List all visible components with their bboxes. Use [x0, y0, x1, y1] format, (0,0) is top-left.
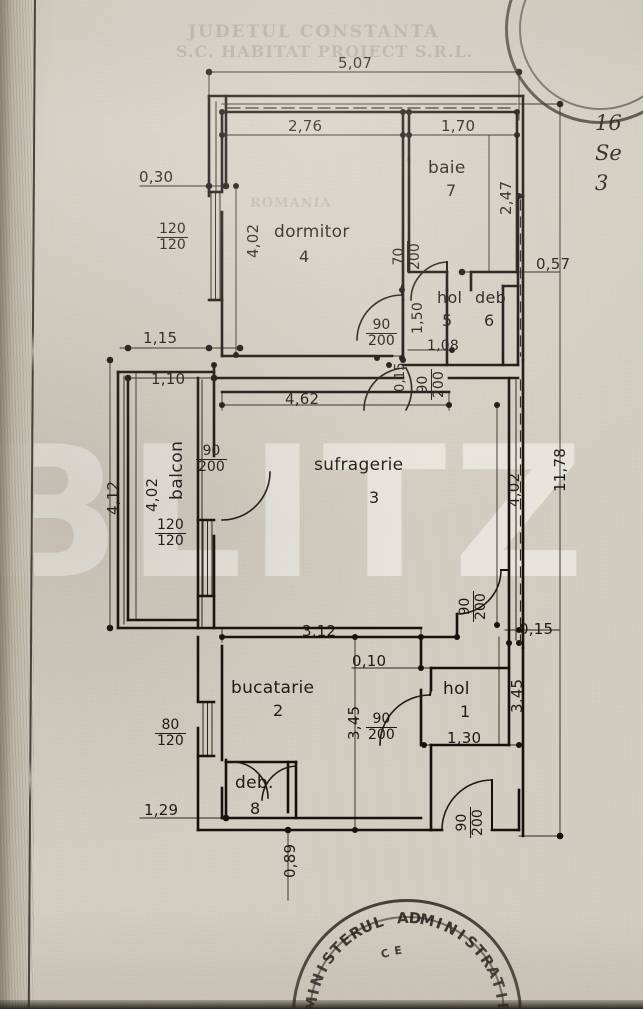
margin-handwriting: 16 Se 3 — [595, 108, 643, 198]
opening-win-dormitor: 120 120 — [157, 222, 188, 253]
dim-sufragerie-width: 4,62 — [285, 390, 319, 408]
room-label-dormitor: dormitor — [274, 222, 350, 242]
room-label-hol1: hol — [443, 679, 470, 699]
room-label-bucatarie: bucatarie — [231, 678, 314, 698]
opening-height: 120 — [155, 734, 186, 749]
opening-height: 120 — [157, 238, 188, 253]
dim-overall-top: 5,07 — [338, 54, 372, 72]
opening-win-bucatarie: 80 120 — [155, 718, 186, 749]
dim-seg-115: 1,15 — [143, 329, 177, 347]
opening-width: 90 — [196, 444, 227, 460]
handwriting-line-1: 16 — [595, 108, 643, 138]
opening-width: 120 — [155, 518, 186, 534]
dim-hol5-width: 1,08 — [427, 338, 459, 354]
room-number-deb6: 6 — [484, 311, 494, 330]
opening-width: 120 — [157, 222, 188, 238]
room-number-baie: 7 — [446, 181, 456, 200]
opening-width: 90 — [366, 712, 397, 728]
opening-door-balcon: 90 200 — [196, 444, 227, 475]
dim-dormitor-width: 2,76 — [288, 117, 322, 135]
dim-seg-110: 1,10 — [151, 370, 185, 388]
opening-height: 200 — [196, 460, 227, 475]
dim-right-offset: 0,57 — [536, 255, 570, 273]
dim-baie-width: 1,70 — [441, 117, 475, 135]
opening-height: 200 — [366, 334, 397, 349]
dim-hol1-width: 1,30 — [447, 729, 481, 747]
opening-door-dormitor: 90 200 — [366, 318, 397, 349]
room-number-hol5: 5 — [442, 311, 452, 330]
handwriting-line-3: 3 — [595, 168, 643, 198]
room-label-sufragerie: sufragerie — [314, 455, 403, 475]
opening-width: 80 — [155, 718, 186, 734]
dim-left-offset: 0,30 — [139, 168, 173, 186]
room-number-hol1: 1 — [460, 702, 470, 721]
room-label-baie: baie — [428, 158, 466, 178]
dim-gap-010: 0,10 — [352, 652, 386, 670]
scan-edge-shadow — [0, 0, 12, 1009]
opening-height: 120 — [155, 534, 186, 549]
room-number-dormitor: 4 — [299, 247, 309, 266]
room-number-deb8: 8 — [250, 799, 260, 818]
opening-door-bucatarie: 90 200 — [366, 712, 397, 743]
dim-deb8-left: 1,29 — [144, 801, 178, 819]
room-label-deb8: deb. — [235, 773, 274, 793]
bottom-dark-band — [0, 1000, 643, 1009]
room-label-deb6: deb — [475, 288, 506, 307]
opening-height: 200 — [366, 728, 397, 743]
dim-thk-015-b: 0,15 — [519, 620, 553, 638]
room-number-bucatarie: 2 — [273, 701, 283, 720]
opening-win-balcon: 120 120 — [155, 518, 186, 549]
handwriting-line-2: Se — [595, 138, 643, 168]
opening-width: 90 — [366, 318, 397, 334]
dim-bucatarie-width: 3,12 — [302, 622, 336, 640]
room-number-sufragerie: 3 — [369, 488, 379, 507]
room-label-hol5: hol — [437, 288, 462, 307]
